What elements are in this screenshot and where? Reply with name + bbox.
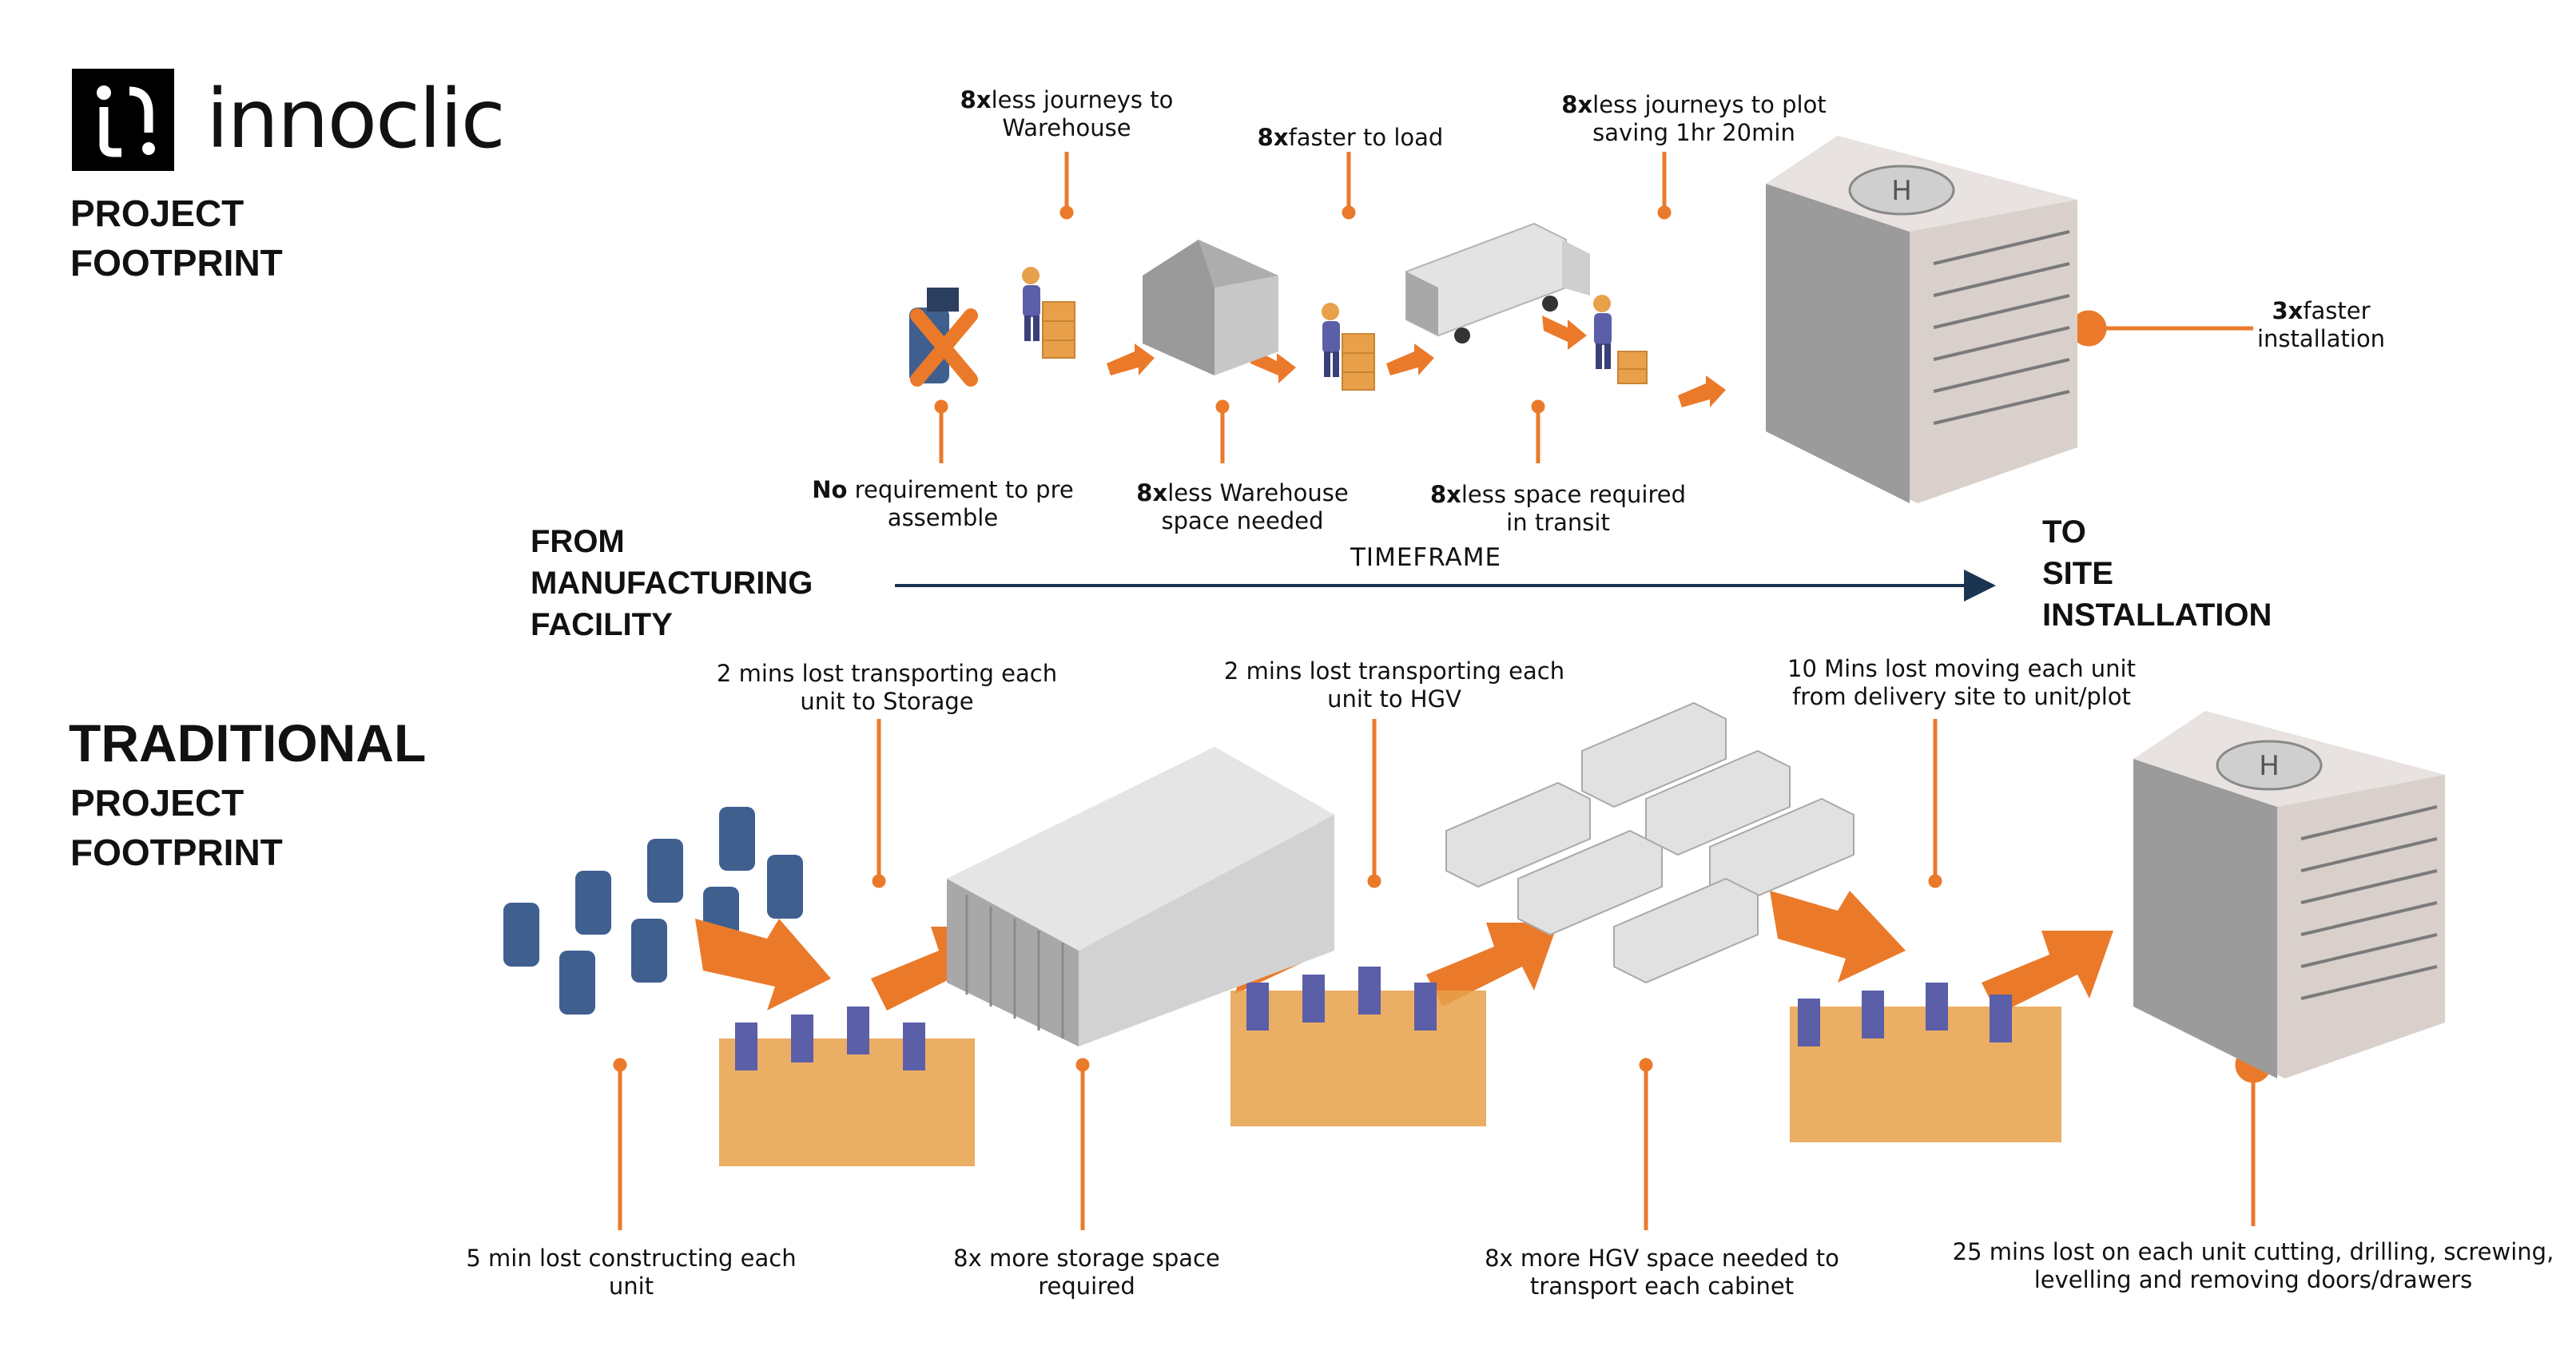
callout-bold: No — [812, 476, 848, 503]
callout-text: required — [1038, 1273, 1135, 1300]
callout-text: 2 mins lost transporting each — [716, 660, 1058, 687]
heading-line: PROJECT — [70, 193, 244, 234]
innoclic-logo-icon — [72, 69, 174, 171]
callout-constructing-unit: 5 min lost constructing each unit — [431, 1245, 831, 1301]
callout-text: less Warehouse — [1167, 479, 1349, 506]
callout-text: space needed — [1161, 507, 1324, 534]
callout-text: unit to HGV — [1327, 685, 1461, 713]
callout-transit-space: 8xless space required in transit — [1398, 481, 1718, 537]
callout-bold: 8x — [960, 86, 992, 113]
worker-with-boxes — [1022, 267, 1075, 359]
callout-bold: 8x — [1561, 91, 1593, 118]
callout-journeys-plot: 8xless journeys to plot saving 1hr 20min — [1518, 91, 1870, 147]
callout-text: less journeys to — [991, 86, 1174, 113]
callout-text: 5 min lost constructing each — [466, 1245, 797, 1272]
callout-hgv-space: 8x more HGV space needed to transport ea… — [1454, 1245, 1870, 1301]
brand-name: innoclic — [206, 72, 506, 167]
traditional-project-footprint-heading: PROJECT FOOTPRINT — [70, 778, 283, 877]
small-warehouse — [1143, 240, 1278, 375]
top-leader-lines — [934, 152, 2253, 463]
svg-text:H: H — [1891, 175, 1912, 207]
callout-text: unit — [608, 1273, 654, 1300]
heading-line: PROJECT — [70, 782, 244, 824]
callout-text: in transit — [1506, 509, 1610, 536]
worker-assembly-crossed — [909, 288, 978, 387]
callout-faster-load: 8xfaster to load — [1230, 124, 1470, 152]
callout-cutting-drilling: 25 mins lost on each unit cutting, drill… — [1950, 1238, 2557, 1294]
callout-text: 10 Mins lost moving each unit — [1787, 655, 2136, 682]
worker-with-boxes — [1322, 303, 1375, 391]
callout-warehouse-space: 8xless Warehouse space needed — [1095, 479, 1390, 535]
callout-text: less space required — [1461, 481, 1687, 508]
callout-text: 25 mins lost on each unit cutting, drill… — [1952, 1238, 2554, 1265]
worker-crowd-hgv — [1230, 967, 1486, 1126]
callout-text: faster — [2303, 297, 2371, 324]
callout-bold: 8x — [1257, 124, 1289, 151]
callout-text: Warehouse — [1002, 114, 1131, 141]
callout-text: installation — [2256, 325, 2386, 352]
to-line: SITE — [2042, 556, 2113, 591]
callout-text: saving 1hr 20min — [1592, 119, 1795, 146]
heading-line: FOOTPRINT — [70, 832, 283, 873]
site-building-top: H — [1766, 136, 2077, 503]
to-line: INSTALLATION — [2042, 598, 2272, 633]
timeframe-label: TIMEFRAME — [1350, 543, 1502, 572]
to-label: TO SITE INSTALLATION — [2042, 511, 2272, 636]
callout-text: requirement to pre — [847, 476, 1074, 503]
callout-bold: 8x — [1429, 481, 1461, 508]
callout-text: faster to load — [1288, 124, 1444, 151]
to-line: TO — [2042, 514, 2086, 550]
callout-no-preassemble: No requirement to pre assemble — [799, 476, 1087, 532]
delivery-truck — [1405, 222, 1590, 343]
storage-warehouse — [947, 747, 1334, 1046]
worker-with-trolley — [1593, 295, 1648, 384]
hgv-fleet — [1445, 701, 1854, 984]
callout-text: transport each cabinet — [1529, 1273, 1795, 1300]
callout-transport-storage: 2 mins lost transporting each unit to St… — [687, 660, 1087, 716]
from-label: FROM MANUFACTURING FACILITY — [531, 521, 813, 645]
from-line: FACILITY — [531, 607, 673, 642]
from-line: MANUFACTURING — [531, 566, 813, 601]
callout-journeys-warehouse: 8xless journeys to Warehouse — [911, 86, 1222, 142]
callout-bold: 3x — [2272, 297, 2304, 324]
callout-text: 8x more storage space — [953, 1245, 1220, 1272]
callout-transport-hgv: 2 mins lost transporting each unit to HG… — [1195, 657, 1594, 713]
callout-text: 8x more HGV space needed to — [1485, 1245, 1839, 1272]
callout-text: unit to Storage — [800, 688, 974, 715]
project-footprint-heading: PROJECT FOOTPRINT — [70, 189, 283, 288]
callout-moving-unit: 10 Mins lost moving each unit from deliv… — [1754, 655, 2169, 711]
worker-crowd-storage — [719, 1007, 975, 1166]
site-building-traditional: H — [2133, 711, 2445, 1078]
assembly-workers-group — [503, 807, 803, 1015]
callout-text: levelling and removing doors/drawers — [2033, 1266, 2473, 1293]
flow-arrows-top — [1107, 316, 1726, 407]
callout-bold: 8x — [1136, 479, 1168, 506]
traditional-heading: TRADITIONAL — [69, 713, 427, 772]
heading-line: FOOTPRINT — [70, 242, 283, 284]
callout-faster-installation: 3xfaster installation — [2221, 297, 2421, 353]
callout-text: 2 mins lost transporting each — [1223, 657, 1565, 685]
from-line: FROM — [531, 524, 625, 559]
callout-text: less journeys to plot — [1592, 91, 1827, 118]
callout-text: from delivery site to unit/plot — [1792, 683, 2131, 710]
callout-storage-space: 8x more storage space required — [927, 1245, 1246, 1301]
svg-text:H: H — [2259, 750, 2280, 782]
callout-text: assemble — [887, 504, 999, 531]
worker-crowd-site — [1790, 983, 2061, 1142]
